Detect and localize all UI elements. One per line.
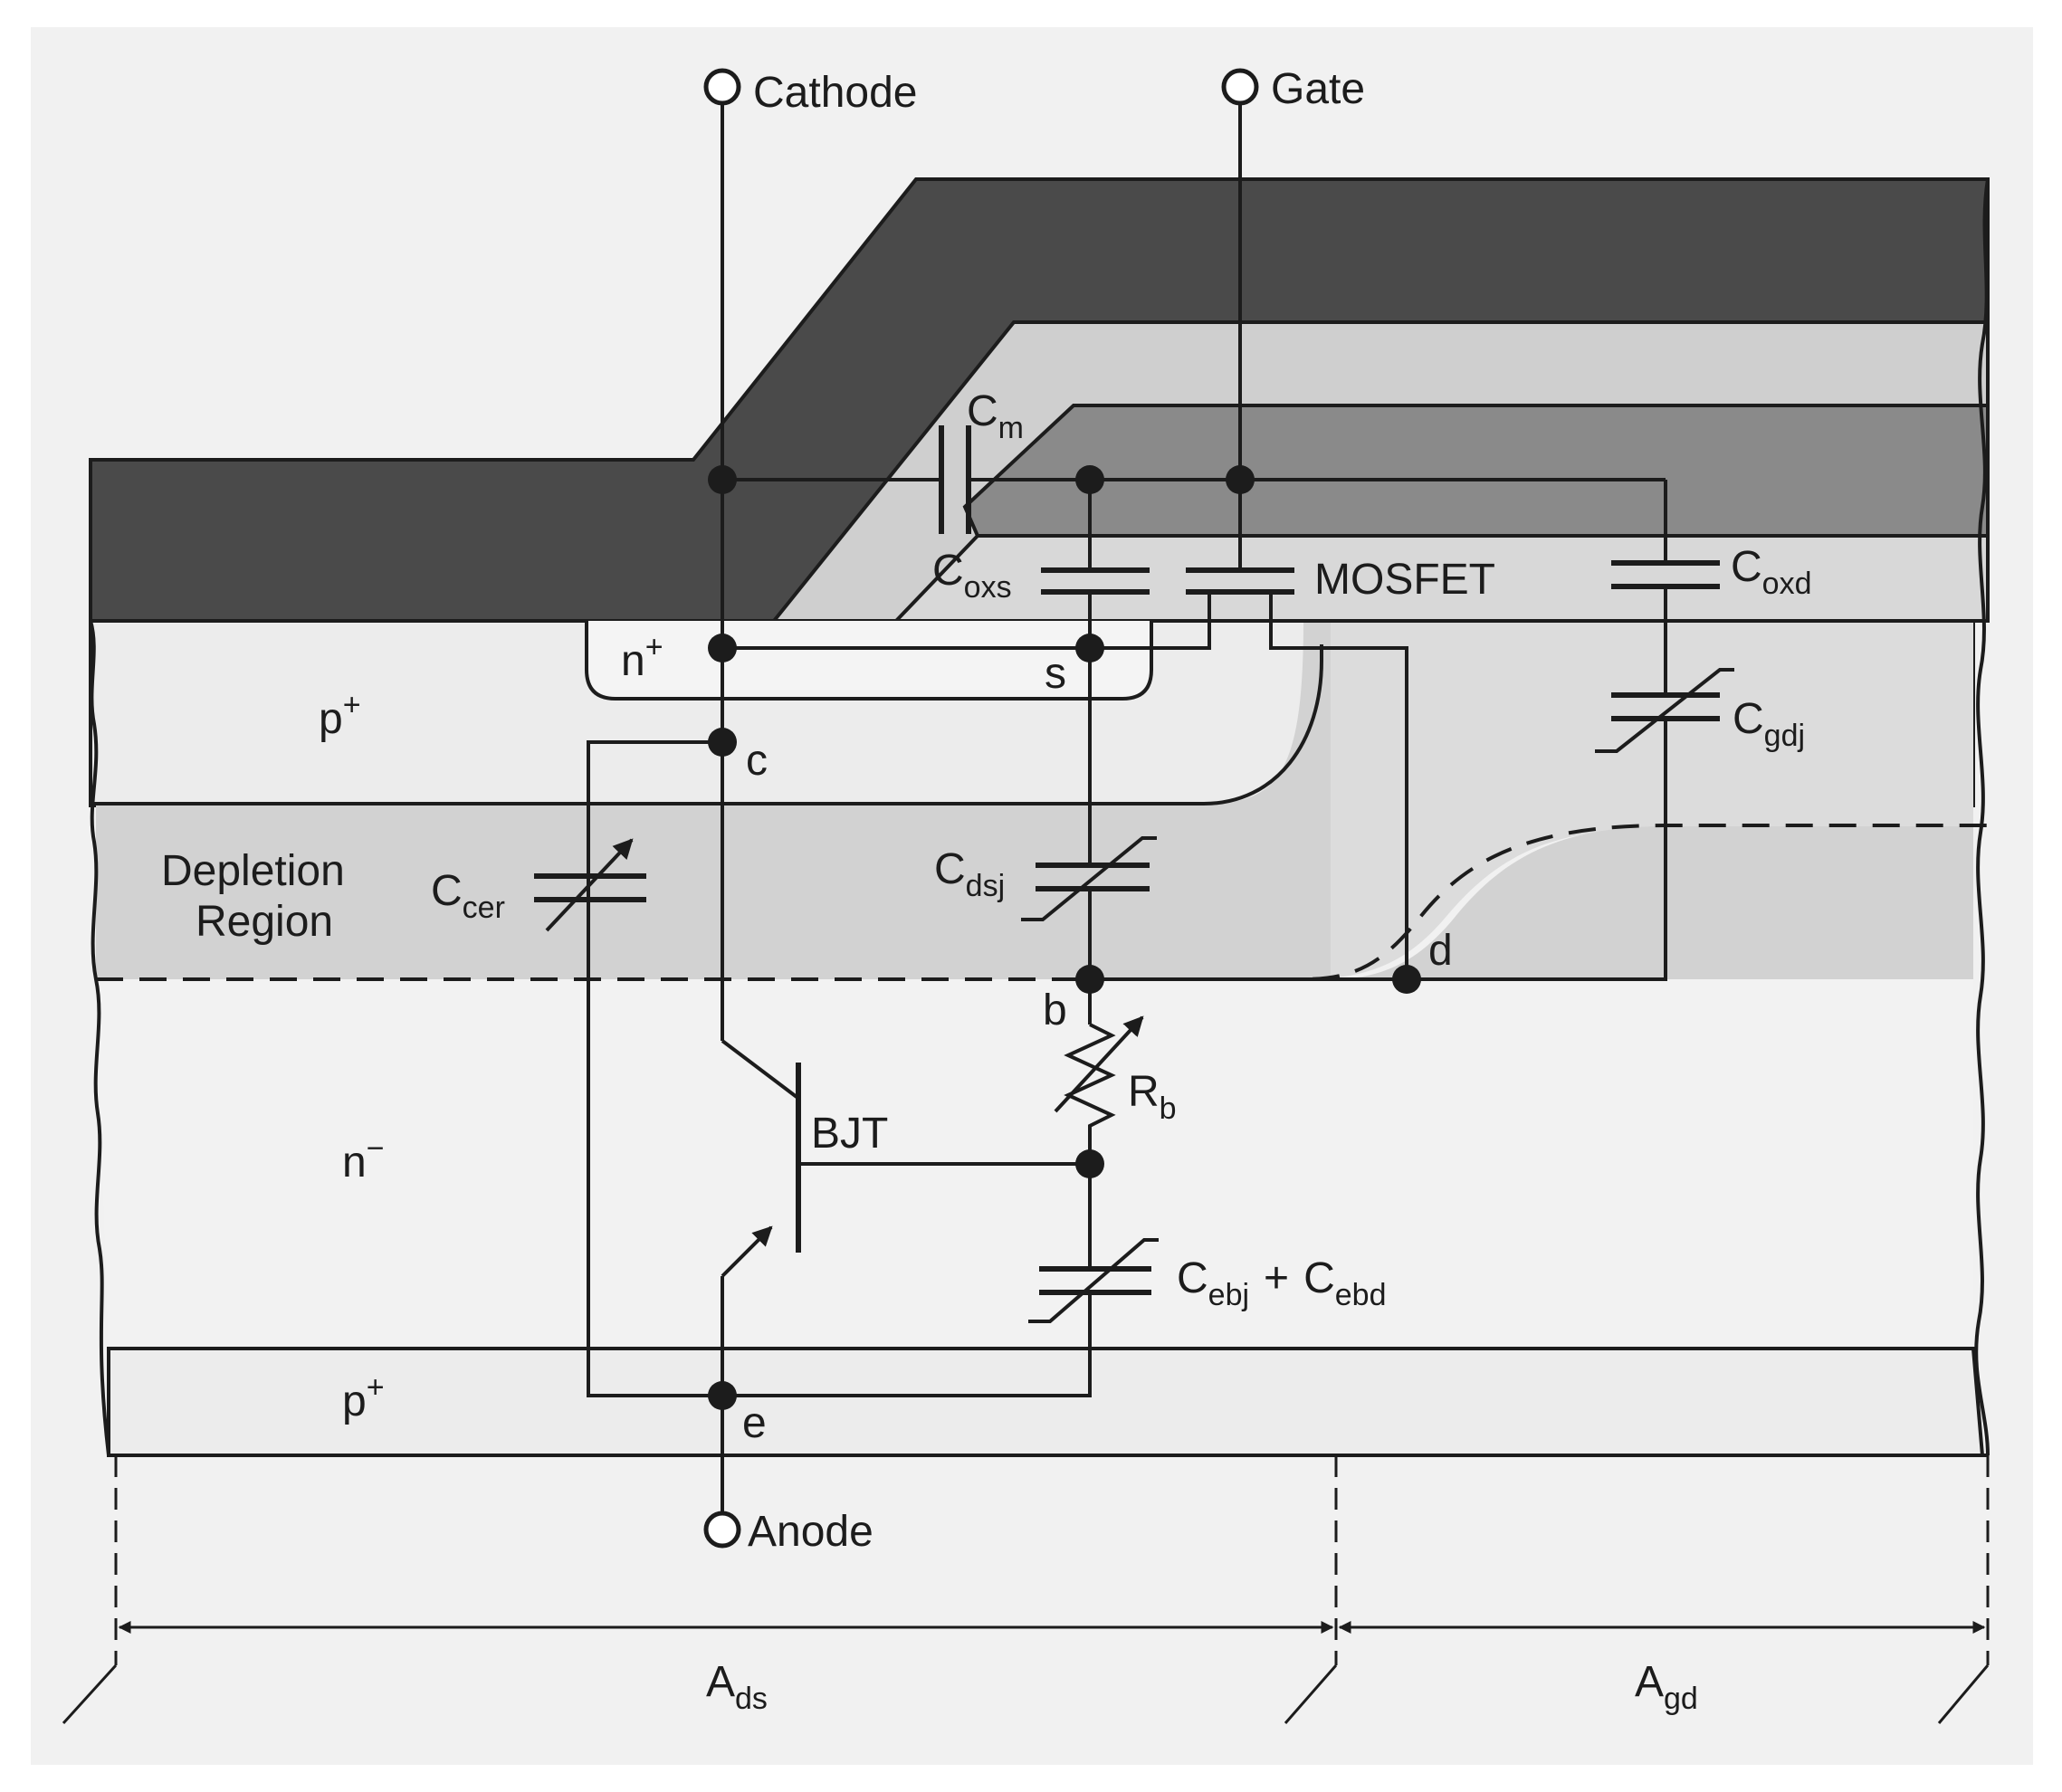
cebj-to-e-wire: [722, 1292, 1092, 1397]
labels: Cathode Gate Anode Cm Coxs MOSFET Coxd C…: [161, 65, 1812, 1716]
cgdj-variable-mark: [1595, 668, 1734, 753]
n-minus-label: n−: [342, 1131, 385, 1187]
gate-terminal: [1221, 68, 1259, 106]
node-s-label: s: [1045, 650, 1066, 698]
dim-left-break: [62, 1663, 118, 1725]
depletion-region: [96, 621, 1973, 979]
node-cathode-bus: [708, 465, 737, 494]
cgdj-label: Cgdj: [1733, 695, 1805, 753]
a-gd-label: Agd: [1635, 1658, 1698, 1716]
rb-resistor: [1064, 1023, 1116, 1164]
bjt-emitter-lead: [721, 1225, 773, 1278]
p-plus-bottom-region: [107, 1347, 1985, 1457]
dim-right-break: [1937, 1664, 1990, 1724]
n-plus-label: n+: [621, 630, 663, 685]
right-wavy-edge: [1974, 178, 1990, 1456]
bjt-label: BJT: [811, 1110, 888, 1158]
anode-label: Anode: [748, 1508, 873, 1556]
cebj-variable-mark: [1028, 1238, 1159, 1323]
coxd-label: Coxd: [1731, 543, 1812, 601]
rb-label: Rb: [1128, 1068, 1177, 1126]
depletion-label-line1: Depletion: [161, 847, 345, 895]
n-plus-source-boundary: [585, 621, 1153, 701]
ccer-variable-arrow: [545, 838, 634, 932]
node-b-label: b: [1043, 987, 1067, 1034]
junction-dots: [708, 465, 1421, 1410]
device-layers: [89, 177, 1990, 1457]
depletion-label-line2: Region: [196, 898, 333, 946]
n-plus-gd-region: [1303, 621, 1973, 979]
depletion-lower-dashed: [96, 824, 1988, 981]
p-plus-top-label: p+: [319, 688, 361, 743]
cdsj-label: Cdsj: [934, 845, 1005, 903]
anode-terminal: [703, 1511, 741, 1549]
cebj-cebd-label: Cebj+Cebd: [1177, 1254, 1386, 1312]
terminals: [703, 68, 1259, 1549]
a-ds-label: Ads: [706, 1658, 768, 1716]
bjt-collector-lead: [721, 1039, 798, 1099]
dimension-lines: [62, 1455, 1990, 1725]
cathode-label: Cathode: [753, 69, 917, 117]
node-n-plus: [708, 634, 737, 662]
p-plus-bottom-label: p+: [342, 1370, 385, 1425]
rb-variable-arrow: [1054, 1015, 1144, 1113]
ccer-label: Ccer: [431, 867, 505, 925]
left-wavy-edge: [89, 620, 110, 1456]
node-s: [1075, 634, 1104, 662]
node-c-label: c: [746, 737, 768, 785]
cm-label: Cm: [967, 387, 1024, 445]
p-body-boundary: [91, 644, 1323, 805]
circuit-wiring: [534, 101, 1734, 1513]
cathode-terminal: [703, 68, 741, 106]
node-gate: [1226, 465, 1255, 494]
gate-label: Gate: [1271, 65, 1365, 113]
mosfet-label: MOSFET: [1314, 556, 1495, 604]
ccer-loop-wire: [587, 740, 722, 1397]
coxs-label: Coxs: [932, 547, 1012, 605]
node-coxs-top: [1075, 465, 1104, 494]
mosfet-drain-lead: [1269, 592, 1408, 979]
node-c: [708, 728, 737, 757]
node-b: [1075, 965, 1104, 994]
cdsj-variable-mark: [1021, 836, 1157, 921]
node-base: [1075, 1149, 1104, 1178]
poly-gate: [962, 404, 1990, 538]
node-e-label: e: [742, 1399, 767, 1447]
node-e: [708, 1381, 737, 1410]
mosfet-source-lead: [722, 592, 1211, 650]
node-d: [1392, 965, 1421, 994]
cgdj-to-d-wire: [1090, 719, 1667, 981]
dim-mid-break: [1284, 1664, 1338, 1724]
node-d-label: d: [1428, 927, 1453, 975]
